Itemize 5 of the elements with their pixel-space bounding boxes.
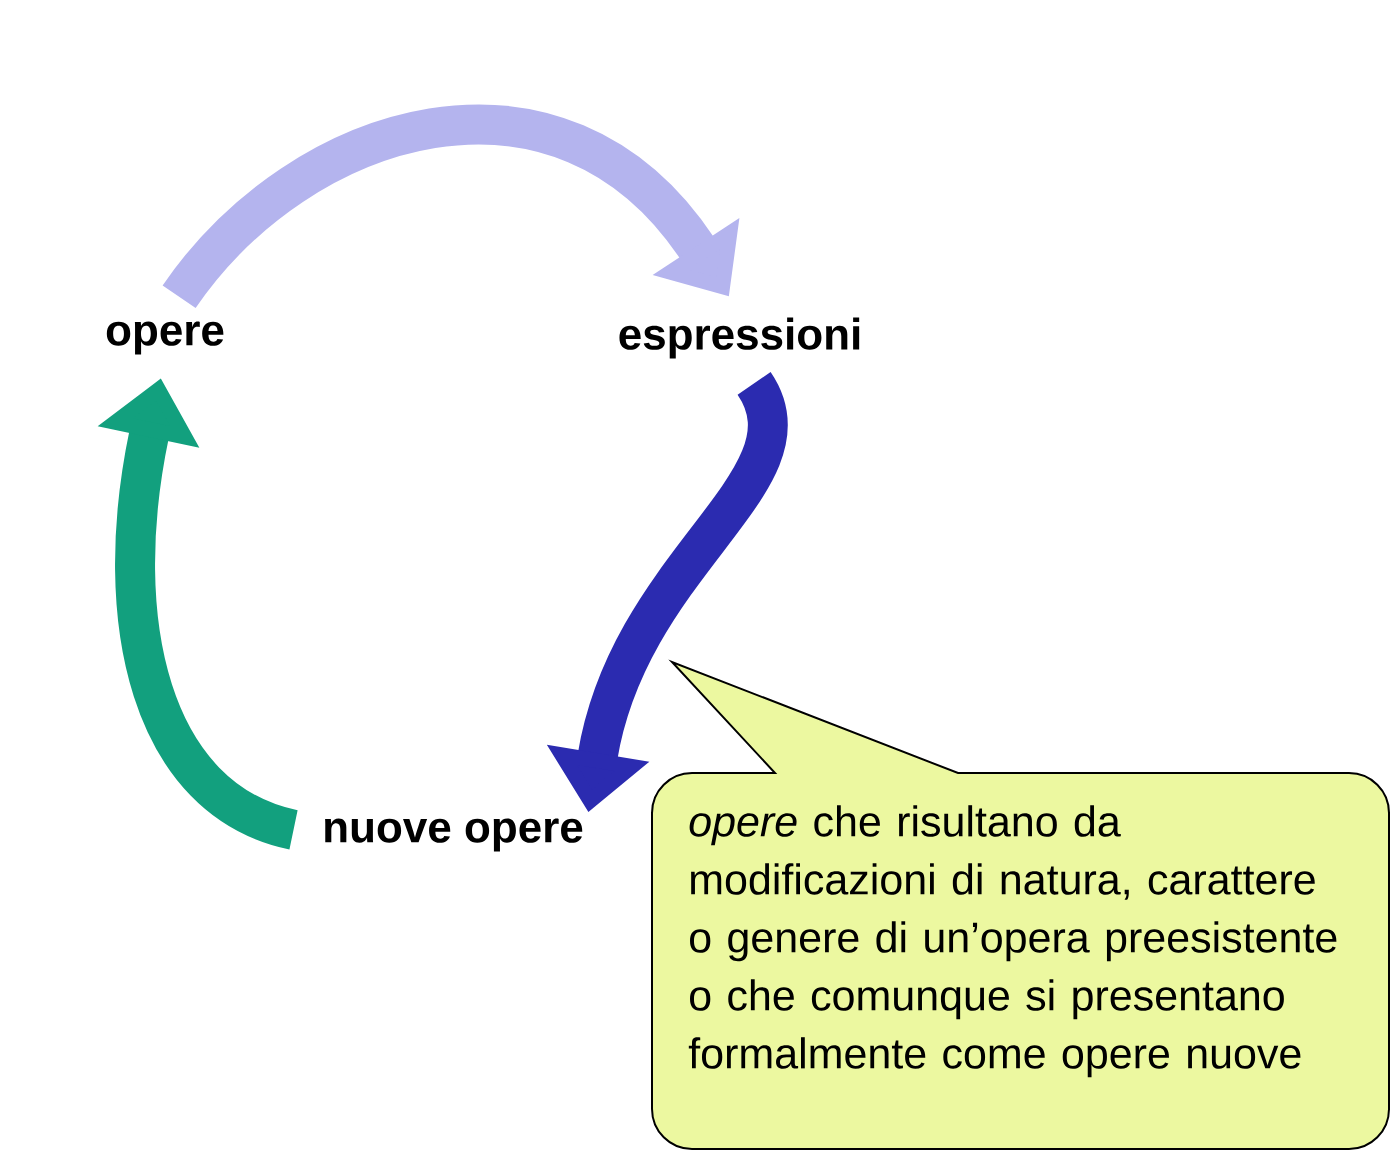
callout: opere che risultano da modificazioni di natura, carattere o genere di un’opera preesistente o che comunque si presentano formalmente come opere nuove (651, 661, 1390, 1150)
curved-arrow (163, 104, 740, 310)
label: espressioni (619, 317, 860, 359)
label: nuove opere (325, 818, 583, 852)
label: opere (106, 321, 224, 355)
